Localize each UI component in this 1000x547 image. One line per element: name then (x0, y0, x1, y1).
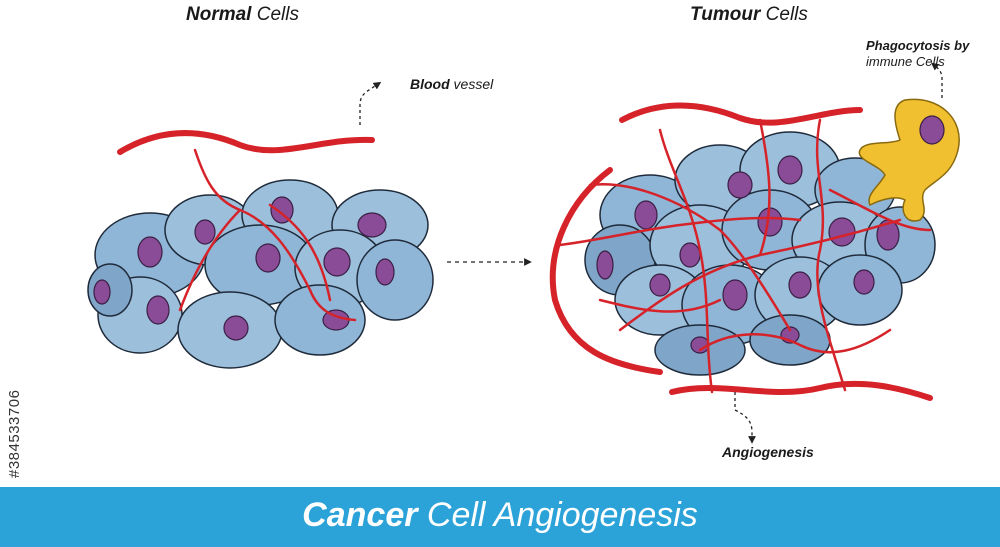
phagocytosis-label-line2: immune Cells (866, 54, 945, 69)
angiogenesis-label: Angiogenesis (722, 444, 814, 460)
phagocytosis-label: Phagocytosis by immune Cells (866, 38, 969, 70)
angiogenesis-diagram (87, 62, 960, 444)
normal-cell-cluster (87, 130, 434, 369)
normal-capillaries (178, 148, 357, 322)
immune-cell (858, 98, 960, 222)
phagocytosis-arrow (930, 62, 943, 98)
tumour-blood-vessels (549, 102, 933, 401)
normal-nuclei (93, 196, 395, 341)
tumour-capillaries (558, 118, 932, 394)
normal-cells-label: Normal Cells (186, 4, 299, 25)
tumour-cell-cluster (549, 102, 936, 401)
tumour-cells-label: Tumour Cells (690, 4, 808, 25)
stock-id-watermark: #384533706 (6, 389, 23, 478)
blood-vessel-arrow (359, 81, 382, 125)
normal-blood-vessel (117, 130, 375, 155)
banner-title: Cancer Cell Angiogenesis (302, 496, 698, 534)
phagocytosis-label-line1: Phagocytosis by (866, 38, 970, 53)
blood-vessel-label: Blood vessel (410, 76, 494, 92)
title-banner: Cancer Cell Angiogenesis (0, 487, 1000, 547)
angiogenesis-arrow (734, 392, 756, 444)
